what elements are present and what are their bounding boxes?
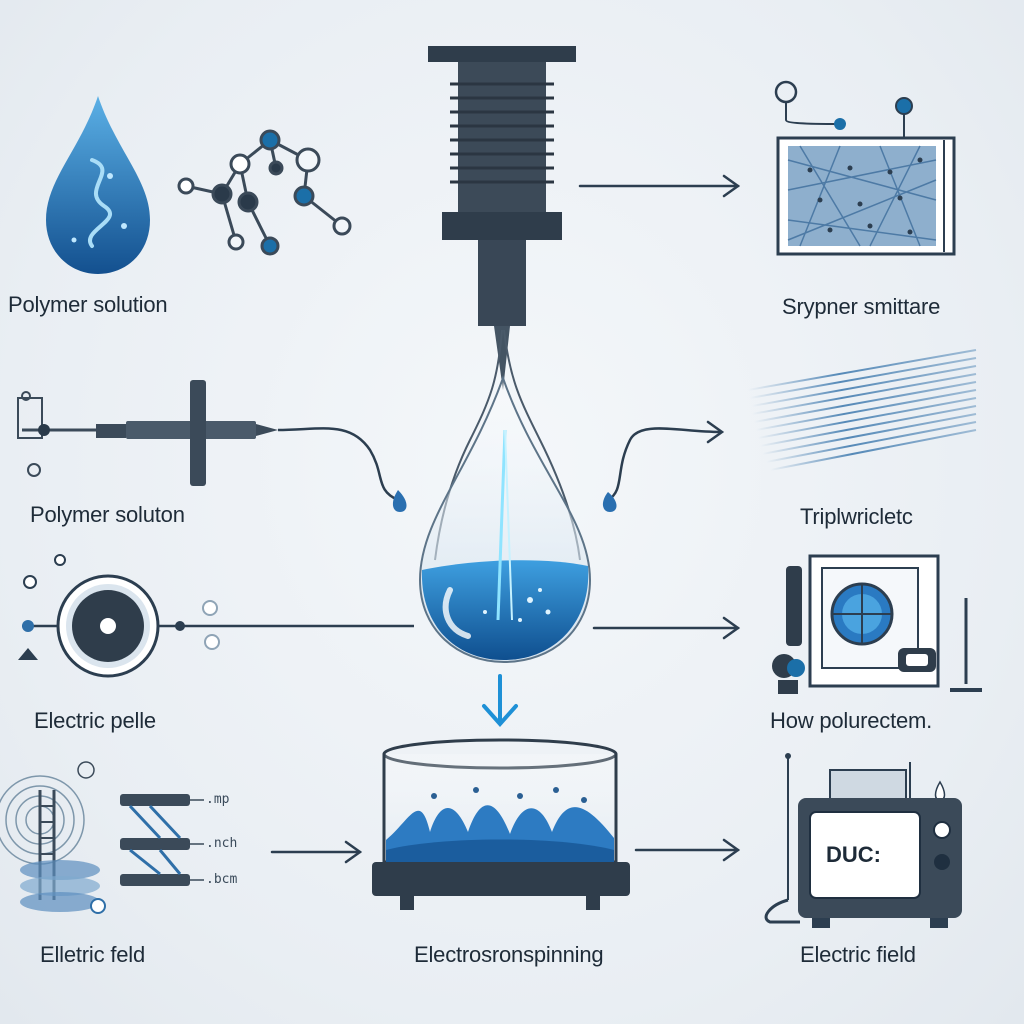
down-arrow-icon [482,674,518,728]
small-label-mp: .mp [206,792,230,807]
instrument-box-icon [772,554,982,694]
label-polymer-soluton: Polymer soluton [30,502,185,527]
nozzle-icon [428,46,576,390]
label-polymer-solution: Polymer solution [8,292,168,317]
monitor-screen-text: DUC: [826,842,881,867]
small-label-bcm: .bcm [206,872,238,887]
fiber-stack-icon [20,790,204,914]
polymer-droplet-icon [46,96,150,274]
arrows [270,174,741,864]
molecule-icon [177,129,352,256]
fiber-mesh-panel-icon [774,80,956,256]
electric-field-coil-icon [0,761,95,865]
label-electrospinning: Electrosronspinning [414,942,604,967]
label-elletric-feld: Elletric feld [40,942,145,967]
aligned-fibers-icon [747,349,977,471]
electrode-dial-icon [18,554,414,678]
label-triplwricletc: Triplwricletc [800,504,913,529]
monitor-device-icon [764,753,962,928]
syringe-needle-icon [17,380,407,512]
label-electric-field: Electric field [800,942,916,967]
label-srypner-smittare: Srypner smittare [782,294,941,319]
taylor-cone-droplet-icon [418,375,592,664]
label-how-polurectem: How polurectem. [770,708,933,733]
small-label-nch: .nch [206,836,238,851]
label-electric-pelle: Electric pelle [34,708,156,733]
collector-dish-icon [372,738,630,910]
